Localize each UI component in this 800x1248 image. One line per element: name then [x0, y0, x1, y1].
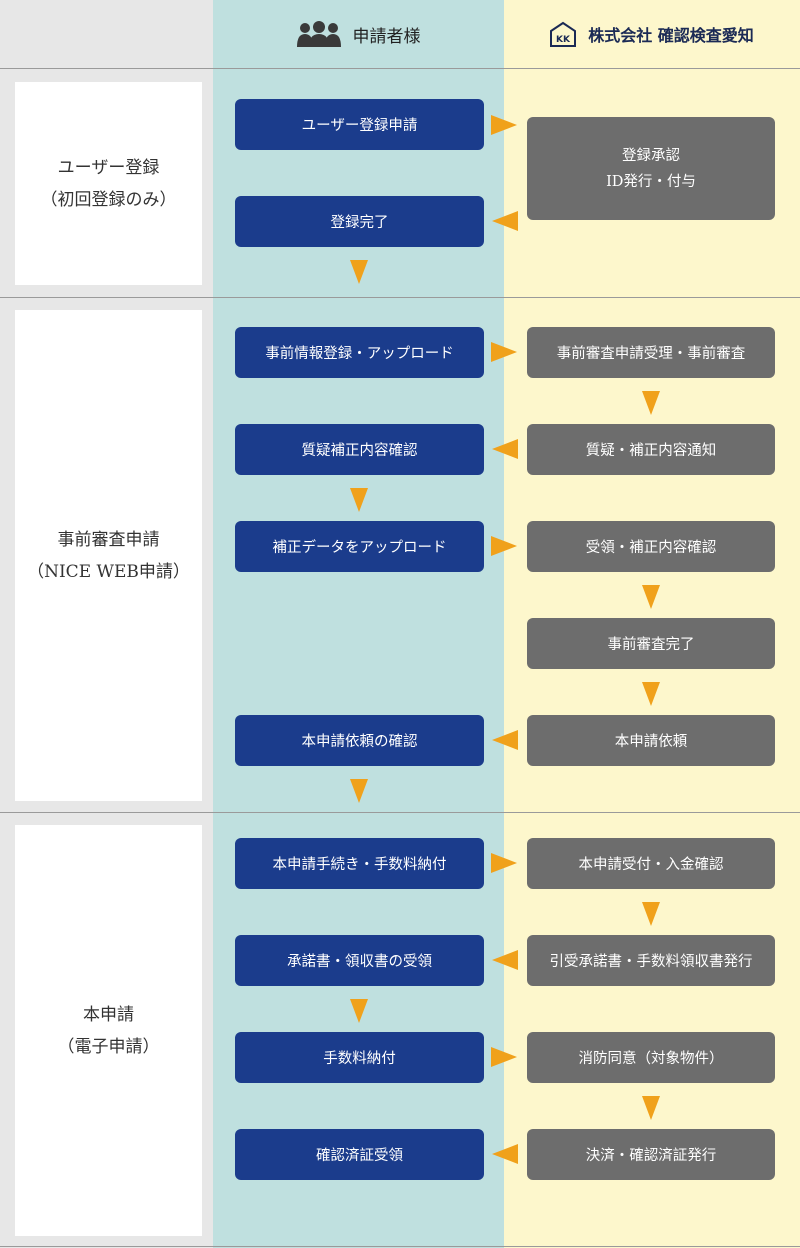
company-step: 本申請受付・入金確認 — [527, 838, 775, 889]
company-step: 引受承諾書・手数料領収書発行 — [527, 935, 775, 986]
stage-sublabel: （初回登録のみ） — [40, 189, 177, 210]
arrow-left-icon — [492, 211, 518, 231]
company-step-registration: 登録承認 ID発行・付与 — [527, 117, 775, 220]
arrow-down-icon — [642, 902, 660, 926]
company-header-label: 株式会社 確認検査愛知 — [588, 26, 754, 45]
arrow-down-icon — [642, 391, 660, 415]
company-step: 質疑・補正内容通知 — [527, 424, 775, 475]
applicant-step: 登録完了 — [235, 196, 484, 247]
stage-sublabel: （NICE WEB申請） — [27, 561, 190, 582]
company-step: 本申請依頼 — [527, 715, 775, 766]
applicant-step: 質疑補正内容確認 — [235, 424, 484, 475]
applicant-header: 申請者様 — [213, 0, 504, 68]
arrow-left-icon — [492, 730, 518, 750]
applicant-step: 補正データをアップロード — [235, 521, 484, 572]
arrow-right-icon — [491, 342, 517, 362]
arrow-left-icon — [492, 439, 518, 459]
divider — [0, 68, 800, 69]
applicant-step: 承諾書・領収書の受領 — [235, 935, 484, 986]
stage-pre-review: 事前審査申請 （NICE WEB申請） — [15, 310, 202, 801]
arrow-down-icon — [350, 999, 368, 1023]
applicant-step: ユーザー登録申請 — [235, 99, 484, 150]
arrow-left-icon — [492, 950, 518, 970]
company-step: 受領・補正内容確認 — [527, 521, 775, 572]
svg-text:KK: KK — [556, 35, 571, 45]
arrow-right-icon — [491, 1047, 517, 1067]
applicant-step: 本申請手続き・手数料納付 — [235, 838, 484, 889]
company-step: 事前審査完了 — [527, 618, 775, 669]
applicant-header-label: 申請者様 — [352, 26, 421, 47]
arrow-right-icon — [491, 536, 517, 556]
company-step-line: 登録承認 — [622, 147, 680, 164]
stage-label: 本申請 — [83, 1004, 134, 1025]
arrow-right-icon — [491, 853, 517, 873]
arrow-left-icon — [492, 1144, 518, 1164]
arrow-down-icon — [642, 1096, 660, 1120]
divider — [0, 812, 800, 813]
stage-label: ユーザー登録 — [57, 157, 160, 178]
arrow-down-icon — [350, 260, 368, 284]
stage-main-application: 本申請 （電子申請） — [15, 825, 202, 1236]
arrow-down-icon — [642, 682, 660, 706]
company-step: 事前審査申請受理・事前審査 — [527, 327, 775, 378]
company-logo-icon: KK — [550, 21, 577, 47]
stage-user-registration: ユーザー登録 （初回登録のみ） — [15, 82, 202, 285]
arrow-right-icon — [491, 115, 517, 135]
company-step: 決済・確認済証発行 — [527, 1129, 775, 1180]
company-step: 消防同意（対象物件） — [527, 1032, 775, 1083]
applicant-step: 事前情報登録・アップロード — [235, 327, 484, 378]
applicant-step: 本申請依頼の確認 — [235, 715, 484, 766]
arrow-down-icon — [350, 779, 368, 803]
company-header: KK 株式会社 確認検査愛知 — [504, 0, 800, 68]
arrow-down-icon — [350, 488, 368, 512]
divider — [0, 297, 800, 298]
people-group-icon — [296, 21, 341, 47]
divider — [0, 1246, 800, 1247]
applicant-step: 確認済証受領 — [235, 1129, 484, 1180]
arrow-down-icon — [642, 585, 660, 609]
company-step-line: ID発行・付与 — [606, 173, 696, 190]
stage-label: 事前審査申請 — [57, 529, 160, 550]
applicant-step: 手数料納付 — [235, 1032, 484, 1083]
stage-sublabel: （電子申請） — [57, 1036, 160, 1057]
